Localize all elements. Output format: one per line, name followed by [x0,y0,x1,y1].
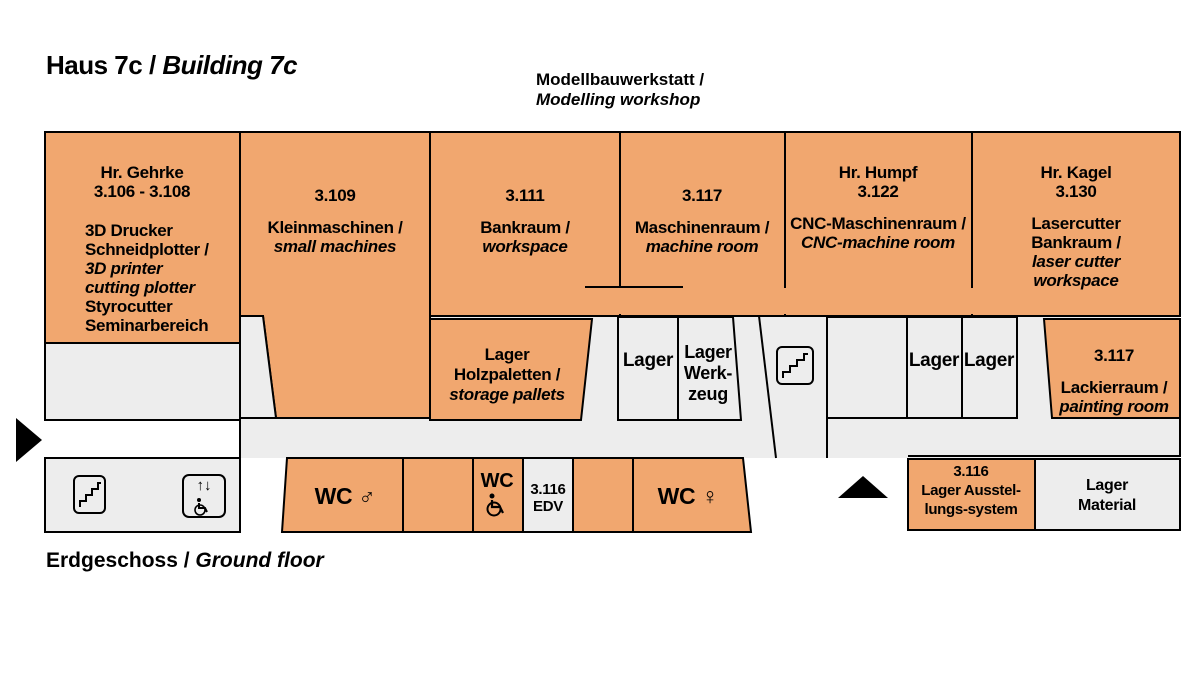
wc-male-label: WC ♂ [314,483,376,509]
room-gehrke-description: 3D Drucker Schneidplotter / 3D printer c… [85,221,209,335]
room-ausstellung-label: 3.116 Lager Ausstel- lungs-system [921,463,1021,518]
room-werkzeug-label: Lager Werk- zeug [683,342,733,404]
elevator-arrows-icon: ↑↓ [196,477,212,494]
passage-strip-shape [239,315,278,419]
room-holzpaletten-shape [429,318,594,421]
room-lager3-shape [961,316,1018,419]
workshop-label-en: Modelling workshop [536,89,701,109]
floor-label: Erdgeschoss / Ground floor [46,549,324,573]
room-material-shape [1034,458,1181,531]
room-laser-shape [971,131,1181,317]
room-cnc-label: Hr. Humpf 3.122 CNC-Maschinenraum / CNC-… [790,163,966,252]
entrance-arrow-icon [16,418,42,462]
room-edv-label: 3.116 EDV [530,481,566,515]
room-lackierraum-label: 3.117 Lackierraum / painting room [1059,346,1169,416]
room-lager3-label: Lager [963,350,1015,371]
room-laser-label: Hr. Kagel 3.130 Lasercutter Bankraum / l… [1031,163,1121,290]
page-title: Haus 7c / Building 7c [46,50,298,81]
passage-wall [758,315,777,459]
room-gehrke-shape [44,131,241,344]
room-gehrke-label: Hr. Gehrke 3.106 - 3.108 [93,163,191,201]
room-material-label: Lager Material [1077,477,1137,514]
aux-cell-shape [826,316,908,419]
room-werkzeug-shape [677,316,743,421]
room-maschinenraum-shape [619,131,786,317]
floor-label-en: Ground floor [195,549,324,572]
workshop-label: Modellbauwerkstatt / Modelling workshop [536,70,704,109]
stairs-icon [73,475,106,514]
wc-accessible-label: WC [480,470,514,492]
room-lager1-shape [617,316,679,421]
floor-label-de: Erdgeschoss / [46,549,190,572]
room-edv-shape [522,457,574,533]
door-opening [968,288,976,314]
room-bankraum-label: 3.111 Bankraum / workspace [480,186,570,256]
stairs-icon [776,346,814,385]
workshop-label-de: Modellbauwerkstatt / [536,70,705,89]
aux-area-shape [44,342,241,421]
elevator-icon [182,474,226,518]
door-opening [616,288,624,314]
room-lager2-shape [906,316,963,419]
room-holzpaletten-label: Lager Holzpaletten / storage pallets [449,345,565,404]
page-title-de: Haus 7c / [46,50,156,80]
up-arrow-icon [838,476,888,498]
wheelchair-icon [486,493,504,517]
room-maschinenraum-label: 3.117 Maschinenraum / machine room [634,186,770,256]
room-kleinmaschinen-label: 3.109 Kleinmaschinen / small machines [267,186,403,256]
door-opening [781,288,789,314]
page-title-en: Building 7c [162,50,298,80]
room-lager2-label: Lager [908,350,960,371]
room-lager1-label: Lager [622,350,674,371]
stair-lift-area-shape [44,457,241,533]
wc-female-label: WC ♀ [657,483,719,509]
